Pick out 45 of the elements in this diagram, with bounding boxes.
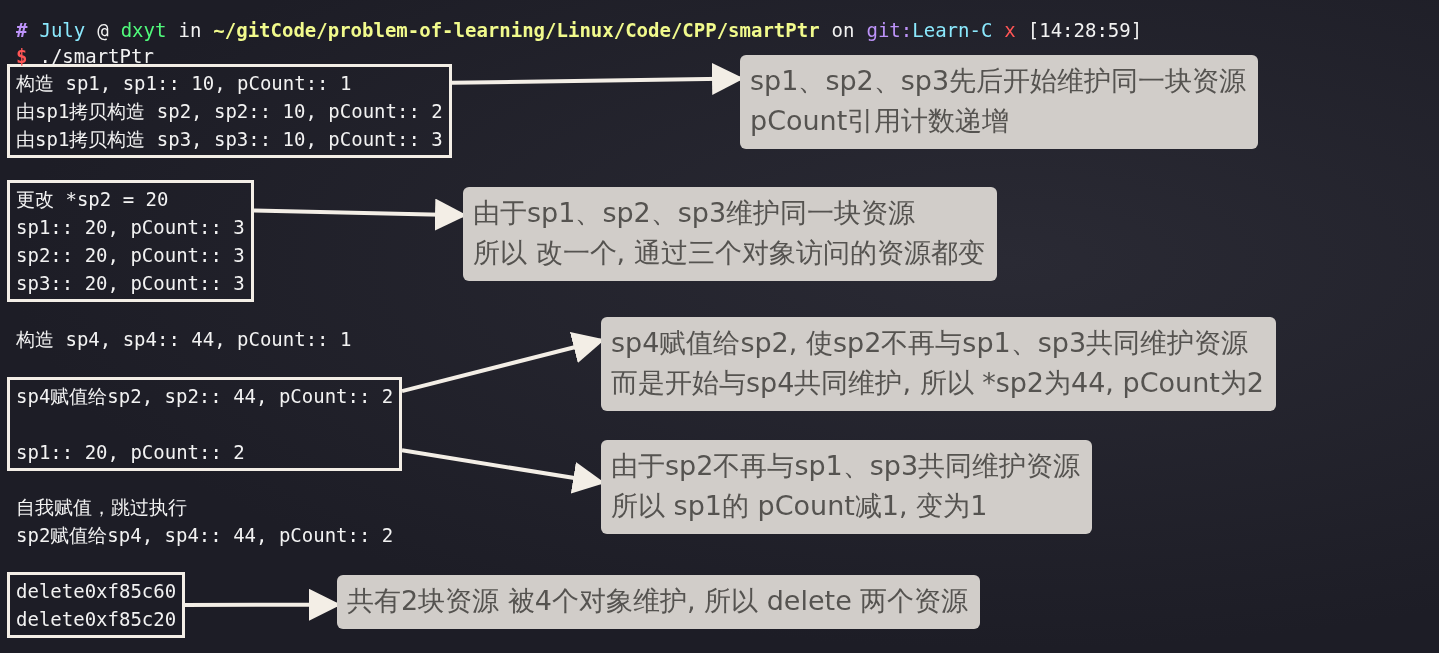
user-name: July <box>39 18 86 43</box>
callout-text: 共有2块资源 被4个对象维护, 所以 delete 两个资源 <box>347 584 969 618</box>
highlight-frame <box>7 180 254 302</box>
callout-text: sp1、sp2、sp3先后开始维护同一块资源 <box>750 64 1247 98</box>
console-output-line: sp1:: 20, pCount:: 2 <box>16 440 246 465</box>
console-output-line: 构造 sp4, sp4:: 44, pCount:: 1 <box>16 327 352 352</box>
prompt-text: @ <box>97 18 109 43</box>
callout-note <box>740 55 1259 149</box>
command-text: ./smartPtr <box>39 44 154 69</box>
dirty-marker: x <box>1004 18 1016 43</box>
callout-text: 所以 改一个, 通过三个对象访问的资源都变 <box>473 236 985 270</box>
callout-text: sp4赋值给sp2, 使sp2不再与sp1、sp3共同维护资源 <box>611 326 1250 360</box>
console-output-line: sp1:: 20, pCount:: 3 <box>16 215 245 240</box>
callout-note <box>463 187 997 281</box>
prompt-text: on <box>831 18 855 43</box>
console-output-line: sp4赋值给sp2, sp2:: 44, pCount:: 2 <box>16 384 394 409</box>
prompt-text: in <box>178 18 202 43</box>
callout-text: 而是开始与sp4共同维护, 所以 *sp2为44, pCount为2 <box>611 366 1265 400</box>
git-branch-text: git: <box>866 18 913 43</box>
callout-note <box>601 440 1093 534</box>
console-output-line: 由sp1拷贝构造 sp2, sp2:: 10, pCount:: 2 <box>16 99 443 124</box>
directory-path: ~/gitCode/problem-of-learning/Linux/Code/CPP/smartPtr <box>213 18 820 43</box>
console-output-line: delete0xf85c20 <box>16 607 177 632</box>
console-output-line: 构造 sp1, sp1:: 10, pCount:: 1 <box>16 71 353 96</box>
callout-text: pCount引用计数递增 <box>750 104 1011 138</box>
callout-text: 由于sp2不再与sp1、sp3共同维护资源 <box>611 449 1081 483</box>
console-output-line: 由sp1拷贝构造 sp3, sp3:: 10, pCount:: 3 <box>16 127 443 152</box>
console-output-line: delete0xf85c60 <box>16 579 177 604</box>
callout-note <box>601 317 1277 411</box>
console-output-line: sp3:: 20, pCount:: 3 <box>16 271 245 296</box>
git-branch-text: Learn-C <box>912 18 993 43</box>
prompt-symbol: # <box>16 18 28 43</box>
console-output-line: 自我赋值，跳过执行 <box>16 495 187 520</box>
callout-text: 由于sp1、sp2、sp3维护同一块资源 <box>473 196 917 230</box>
highlight-frame <box>7 377 403 471</box>
prompt-symbol: $ <box>16 44 28 69</box>
console-output-line: sp2:: 20, pCount:: 3 <box>16 243 245 268</box>
highlight-frame <box>7 64 452 158</box>
callout-note <box>337 575 981 629</box>
console-output-line: sp2赋值给sp4, sp4:: 44, pCount:: 2 <box>16 523 394 548</box>
timestamp: [14:28:59] <box>1027 18 1143 43</box>
host-name: dxyt <box>120 18 167 43</box>
console-output-line: 更改 *sp2 = 20 <box>16 187 170 212</box>
callout-text: 所以 sp1的 pCount减1, 变为1 <box>611 489 989 523</box>
highlight-frame <box>7 572 186 638</box>
